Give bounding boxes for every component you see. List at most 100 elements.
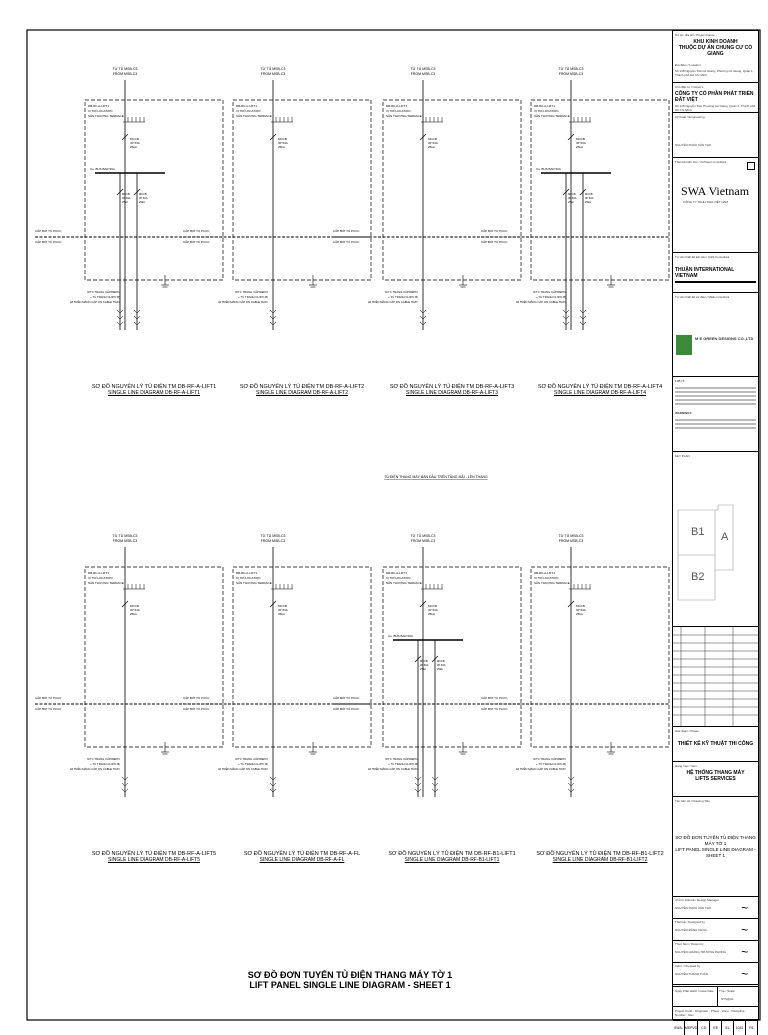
mccb-symbol — [419, 133, 427, 141]
caption-vi: SƠ ĐỒ NGUYÊN LÝ TỦ ĐIỆN TM DB-RF-B1-LIFT… — [388, 851, 516, 857]
fire-label-2: CẤP BỞI TỦ PCCC — [183, 706, 210, 711]
caption-vi: SƠ ĐỒ NGUYÊN LÝ TỦ ĐIỆN TM DB-RF-A-LIFT1 — [91, 384, 217, 390]
owner-name: CÔNG TY CỔ PHẦN PHÁT TRIỂN ĐẤT VIỆT — [675, 91, 754, 103]
cable-end-symbol — [419, 309, 427, 326]
mccb-rating: 3P 63A — [278, 141, 288, 145]
cable-note: + TỦ TRANH CLIP/C.B) — [388, 294, 418, 299]
structural-section: Tư vấn thiết kế kết cấu / C&S Consultant… — [673, 253, 758, 293]
cable-note: ĐI TRÊN MÁNG CÁP ON CABLE TRAY — [516, 766, 566, 771]
signature-name: NGUYỄN ĐĂNG KHOA — [675, 928, 707, 932]
branch-mccb-rating: 3P 63A — [437, 663, 446, 667]
project-line2: THUỘC DỰ ÁN CHUNG CƯ CỔ GIANG — [678, 45, 753, 57]
feed-label: TỪ TỦ MSB-C3 — [559, 533, 584, 538]
branch-mccb — [562, 188, 570, 196]
mid-note: TỦ ĐIỆN THANG MÁY BAN ĐẦU TRÊN TẦNG MÁI … — [384, 474, 488, 479]
feed-label-en: FROM MSB-C3 — [113, 539, 138, 543]
busbar-label: Cu. BUS BAR 50A — [90, 167, 115, 171]
swa-logo: SWA Vietnam — [681, 184, 750, 198]
project-line1: KHU KINH DOANH — [693, 39, 738, 45]
mccb-symbol — [121, 133, 129, 141]
fire-label-2: CẤP BỞI TỦ PCCC — [481, 706, 508, 711]
mccb-rating: 3P 63A — [130, 608, 140, 612]
notes-section: LƯU Ý WARNINGS — [673, 377, 758, 452]
code-cell: MEPVD — [685, 1021, 699, 1035]
fire-label: CẤP BỞI TỦ PCCC — [481, 695, 508, 700]
busbar-label: Cu. BUS BAR 50A — [388, 634, 413, 638]
cable-note: + TỦ TRANH CLIP/C.B) — [536, 761, 566, 766]
fire-label-2: CẤP BỞI TỦ PCCC — [333, 239, 360, 244]
feed-label: TỪ TỦ MSB-C3 — [261, 533, 286, 538]
code-section: SWA-221MEPVDCDEEEL1041R1 — [673, 1021, 758, 1035]
panel-terrace: SÂN THƯỢNG TERRACE — [236, 113, 272, 118]
fire-label-2: CẤP BỞI TỦ PCCC — [481, 239, 508, 244]
panel-name: DB-RF-A-LIFT1 — [534, 571, 555, 575]
caption-vi: SƠ ĐỒ NGUYÊN LÝ TỦ ĐIỆN TM DB-RF-B1-LIFT… — [536, 851, 664, 857]
panel-terrace: SÂN THƯỢNG TERRACE — [88, 580, 124, 585]
mccb-rating: 3P 63A — [428, 608, 438, 612]
feed-label: TỪ TỦ MSB-C3 — [113, 66, 138, 71]
checkbox-icon — [747, 162, 755, 170]
signature-mark: ~ — [740, 967, 748, 981]
panel-box — [530, 566, 670, 748]
stage-section: Giai đoạn / Phase THIẾT KẾ KỸ THUẬT THI … — [673, 727, 758, 762]
category-en: LIFTS SERVICES — [695, 776, 736, 782]
fire-label: CẤP BỞI TỦ PCCC — [481, 228, 508, 233]
branch-mccb-label: MCCB — [122, 192, 130, 196]
branch-mccb — [414, 655, 422, 663]
caption-vi: SƠ ĐỒ NGUYÊN LÝ TỦ ĐIỆN TM DB-RF-A-LIFT5 — [91, 851, 217, 857]
signature-name: NGUYỄN THANH TUẤN — [675, 972, 708, 976]
feed-label: TỪ TỦ MSB-C3 — [261, 66, 286, 71]
mccb-ka: 25kA — [130, 612, 137, 616]
cable-end-symbol — [121, 776, 129, 793]
feed-label-en: FROM MSB-C3 — [261, 539, 286, 543]
key-a: A — [721, 531, 729, 543]
signature-name: NGUYỄN PHÚC VĂN THU — [675, 906, 712, 910]
thuan-logo: THUẬN INTERNATIONAL VIETNAM — [675, 267, 735, 279]
signature-mark: ~ — [740, 923, 748, 937]
mep-section: Tư vấn thiết kế cơ điện / M&E consultant… — [673, 293, 758, 377]
cable-note: N/TC TRANG CẤP/REPIV — [235, 756, 268, 761]
panel-name: DB-RF-A-LIFT1 — [88, 104, 109, 108]
revision-section — [673, 627, 758, 727]
branch-mccb-ka: 25kA — [437, 667, 443, 671]
fire-label-2: CẤP BỞI TỦ PCCC — [35, 706, 62, 711]
mccb-ka: 25kA — [428, 612, 435, 616]
code-cell: R1 — [746, 1021, 758, 1035]
mccb-ka: 25kA — [278, 612, 285, 616]
cable-note: ĐI TRÊN MÁNG CÁP ON CABLE TRAY — [70, 766, 120, 771]
fire-label: CẤP BỞI TỦ PCCC — [183, 228, 210, 233]
panel-caption: SƠ ĐỒ NGUYÊN LÝ TỦ ĐIỆN TM DB-RF-A-LIFT5… — [79, 851, 229, 863]
fire-label-2: CẤP BỞI TỦ PCCC — [183, 239, 210, 244]
branch-mccb-label: MCCB — [568, 192, 576, 196]
feed-label-en: FROM MSB-C3 — [261, 72, 286, 76]
caption-en: SINGLE LINE DIAGRAM DB-RF-A-LIFT1 — [108, 390, 200, 396]
panel-terrace: SÂN THƯỢNG TERRACE — [386, 580, 422, 585]
cable-note: ĐI TRÊN MÁNG CÁP ON CABLE TRAY — [368, 299, 418, 304]
cable-note: ĐI TRÊN MÁNG CÁP ON CABLE TRAY — [516, 299, 566, 304]
cable-note: N/TC TRANG CẤP/REPIV — [533, 756, 566, 761]
caption-en: SINGLE LINE DIAGRAM DB-RF-A-LIFT2 — [256, 390, 348, 396]
panel-terrace: SÂN THƯỢNG TERRACE — [534, 113, 570, 118]
feed-label-en: FROM MSB-C3 — [559, 539, 584, 543]
branch-mccb-rating: 3P 63A — [585, 196, 594, 200]
feed-label-en: FROM MSB-C3 — [411, 72, 436, 76]
code-cell: EE — [710, 1021, 723, 1035]
cable-note: N/TC TRANG CẤP/REPIV — [87, 756, 120, 761]
code-cell: CD — [698, 1021, 711, 1035]
branch-mccb — [116, 188, 124, 196]
engineer-signer: NGUYỄN PHÚC VĂN THU — [675, 143, 712, 147]
code-cell: 1041 — [734, 1021, 747, 1035]
panel-location: VỊ TRÍ LOCATION — [534, 576, 558, 580]
cable-note: ĐI TRÊN MÁNG CÁP ON CABLE TRAY — [218, 299, 268, 304]
panel-terrace: SÂN THƯỢNG TERRACE — [236, 580, 272, 585]
main-title-vi: SƠ ĐỒ ĐƠN TUYẾN TỦ ĐIỆN THANG MÁY TỜ 1 — [247, 970, 453, 980]
branch-mccb-ka: 25kA — [122, 200, 128, 204]
cable-note: ĐI TRÊN MÁNG CÁP ON CABLE TRAY — [368, 766, 418, 771]
cable-note: N/TC TRANG CẤP/REPIV — [533, 289, 566, 294]
